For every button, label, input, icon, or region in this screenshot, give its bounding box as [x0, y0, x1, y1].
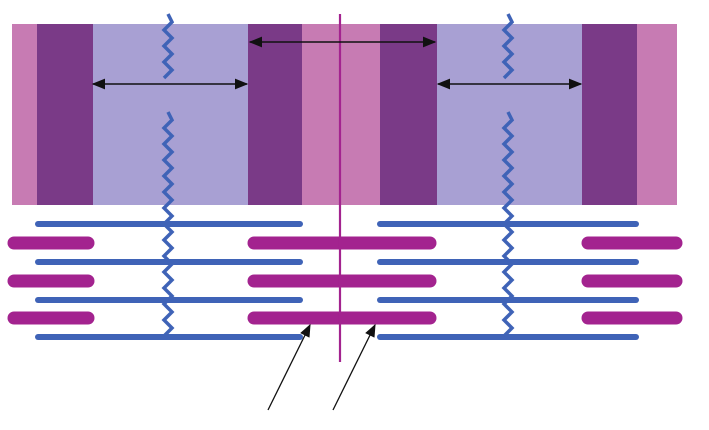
a-band-left-dark	[37, 24, 93, 205]
pointer-arrows	[267, 323, 376, 411]
band-strip	[12, 24, 677, 205]
a-band-center-right-dark	[380, 24, 437, 205]
i-band-right	[637, 24, 677, 205]
z-disc-2-lower	[501, 111, 515, 338]
myosin-filaments	[7, 236, 683, 325]
i-band-left	[12, 24, 37, 205]
a-band-right-dark	[582, 24, 637, 205]
pointer-arrow-2	[332, 323, 376, 411]
z-disc-1-upper	[161, 13, 175, 80]
z-discs	[161, 13, 515, 338]
z-disc-1-lower	[161, 111, 175, 338]
pointer-arrow-1	[267, 323, 311, 411]
measure-arrows	[91, 36, 583, 90]
a-band-center-left-dark	[248, 24, 302, 205]
z-disc-2-upper	[501, 13, 515, 80]
